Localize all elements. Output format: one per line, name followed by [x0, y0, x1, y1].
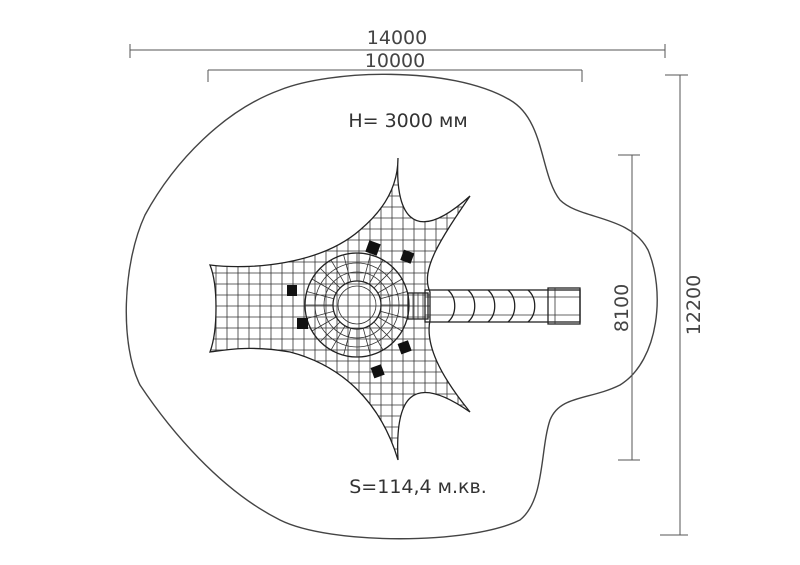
dimension-overall-width: 14000 [129, 27, 666, 58]
rope-net [208, 157, 471, 461]
net-panels [287, 240, 415, 379]
inner-height-label: 8100 [611, 284, 633, 332]
central-platform [304, 252, 410, 358]
tube-slide [407, 287, 581, 325]
overall-width-label: 14000 [367, 27, 427, 49]
overall-height-label: 12200 [683, 275, 705, 335]
dimension-inner-width: 10000 [207, 50, 583, 82]
dimension-inner-height: 8100 [611, 154, 640, 461]
height-label: H= 3000 мм [348, 110, 467, 132]
inner-width-label: 10000 [365, 50, 425, 72]
safety-zone-outline [125, 73, 658, 540]
area-label: S=114,4 м.кв. [349, 476, 487, 498]
dimension-overall-height: 12200 [660, 74, 705, 536]
